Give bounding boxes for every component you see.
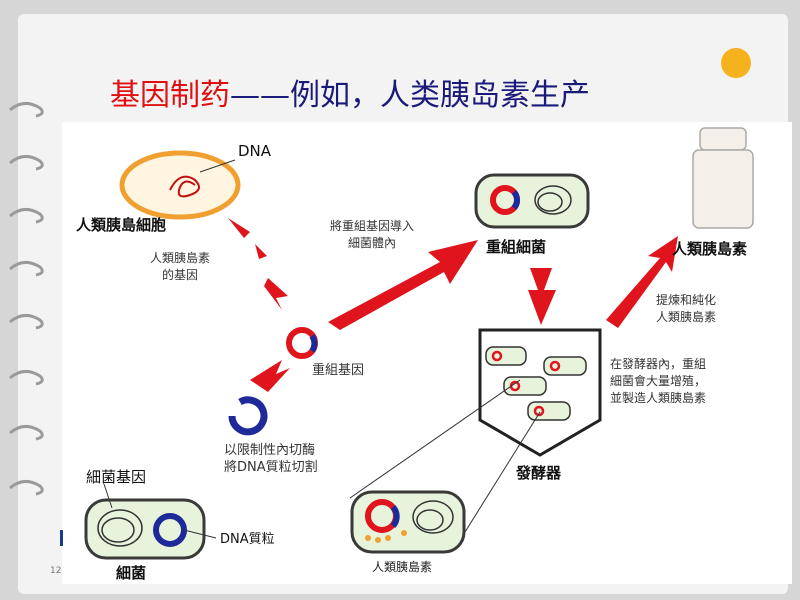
page-title: 基因制药——例如，人类胰岛素生产 [110, 70, 590, 114]
insulin-gene-label: 人類胰島素 的基因 [150, 251, 211, 282]
insulin-top-label: 人類胰島素 [672, 240, 748, 258]
binder-ring [9, 208, 44, 224]
recombinant-gene-label: 重組基因 [312, 363, 365, 378]
insert-label: 將重組基因導入 細菌體內 [330, 219, 415, 250]
insulin-bottle [692, 127, 754, 229]
binder-ring [9, 155, 44, 171]
dna-label: DNA [238, 142, 272, 160]
dna-plasmid-label: DNA質粒 [220, 532, 275, 547]
arrow-purify [606, 236, 678, 328]
fermenter [478, 328, 602, 457]
arrow-insert [328, 240, 478, 330]
insulin-bottom-label: 人類胰島素 [372, 560, 433, 574]
human-cell [119, 150, 241, 220]
binder-ring [9, 480, 44, 496]
restriction-label: 以限制性內切酶 將DNA質粒切割 [224, 443, 318, 475]
zoom-line [349, 379, 521, 499]
arrow-fragment [255, 244, 267, 259]
page-number: 12 [50, 566, 62, 576]
binder-ring [9, 370, 44, 386]
purify-label: 提煉和純化 人類胰島素 [656, 293, 717, 324]
bacteria-label: 細菌 [116, 564, 147, 582]
cut-plasmid [228, 396, 268, 436]
binder-ring [9, 425, 44, 441]
bacterial-gene-label: 細菌基因 [86, 468, 147, 486]
title-main: 基因制药 [110, 78, 230, 113]
arrow-down [264, 278, 288, 310]
footer-bar [60, 530, 63, 546]
binder-ring [9, 314, 44, 330]
binder-ring [9, 261, 44, 277]
recombinant-plasmid [286, 327, 318, 359]
binder-ring [9, 102, 44, 118]
accent-dot [721, 48, 751, 78]
arrow-fragment [228, 218, 250, 238]
fermenter-desc-label: 在發酵器內，重組 細菌會大量增殖， 並製造人類胰島素 [610, 357, 707, 405]
bacteria-cell [84, 483, 217, 560]
recombinant-bacteria [474, 173, 590, 229]
title-sub: ——例如，人类胰岛素生产 [230, 78, 590, 113]
arrow-up-cut [250, 360, 290, 392]
fermenter-label: 發酵器 [516, 464, 562, 482]
arrow-to-fermenter [528, 268, 556, 325]
zoom-bacteria [350, 490, 466, 554]
zoom-line [459, 411, 541, 541]
human-cell-label: 人類胰島細胞 [76, 216, 167, 234]
recombinant-bacteria-label: 重組細菌 [486, 238, 547, 256]
